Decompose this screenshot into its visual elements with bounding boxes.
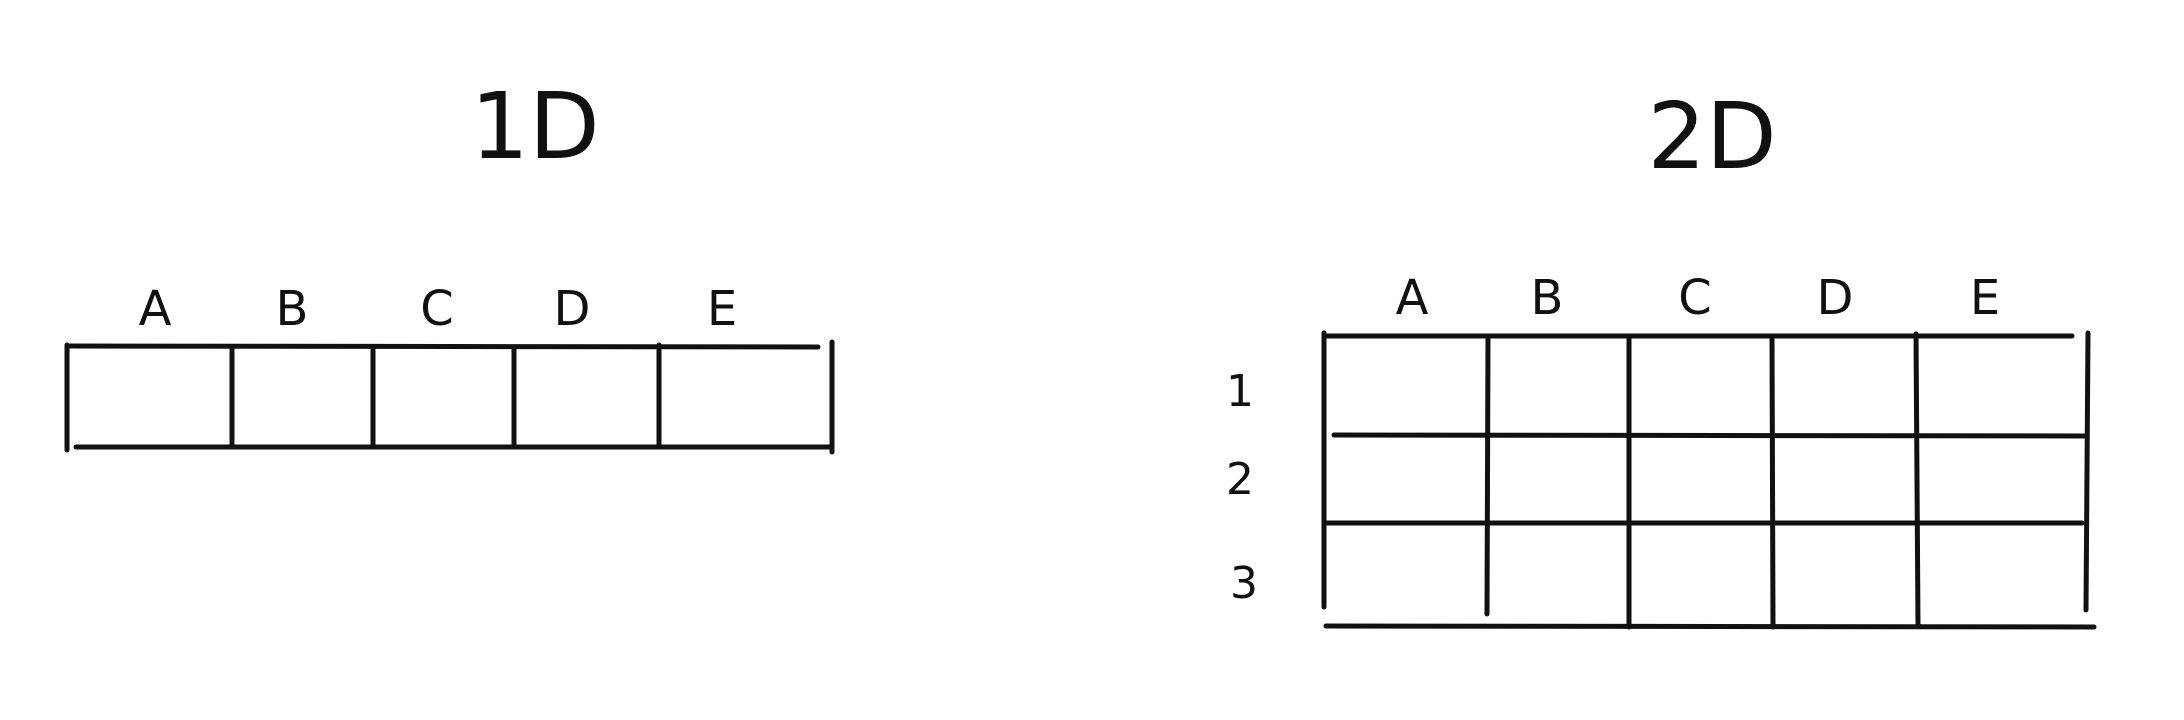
one-d-col-label: D: [554, 281, 591, 337]
two-d-col-divider: [1769, 334, 1776, 630]
one-d-top-border: [67, 343, 821, 350]
two-d-row-divider: [1331, 432, 2089, 439]
two-d-col-label: A: [1396, 270, 1429, 326]
two-d-bottom-border: [1323, 623, 2097, 630]
two-d-right-border: [2083, 330, 2091, 613]
one-d-col-label: A: [139, 281, 172, 337]
one-d-array: 1D A B C D E: [64, 73, 835, 455]
two-d-title: 2D: [1647, 83, 1776, 190]
two-d-row-label: 3: [1230, 558, 1258, 609]
two-d-row-label: 1: [1226, 366, 1254, 417]
two-d-col-label: E: [1970, 270, 2000, 326]
two-d-col-label: B: [1531, 270, 1564, 326]
two-d-col-divider: [1913, 331, 1921, 628]
one-d-col-label: C: [420, 281, 454, 337]
one-d-title: 1D: [470, 73, 599, 180]
two-d-col-label: C: [1678, 270, 1712, 326]
two-d-col-label: D: [1817, 270, 1854, 326]
two-d-array: 2D A B C D E 1 2 3: [1226, 83, 2097, 630]
one-d-col-label: B: [276, 281, 309, 337]
one-d-col-label: E: [707, 281, 737, 337]
two-d-row-label: 2: [1226, 454, 1254, 505]
two-d-col-divider: [1484, 334, 1491, 617]
